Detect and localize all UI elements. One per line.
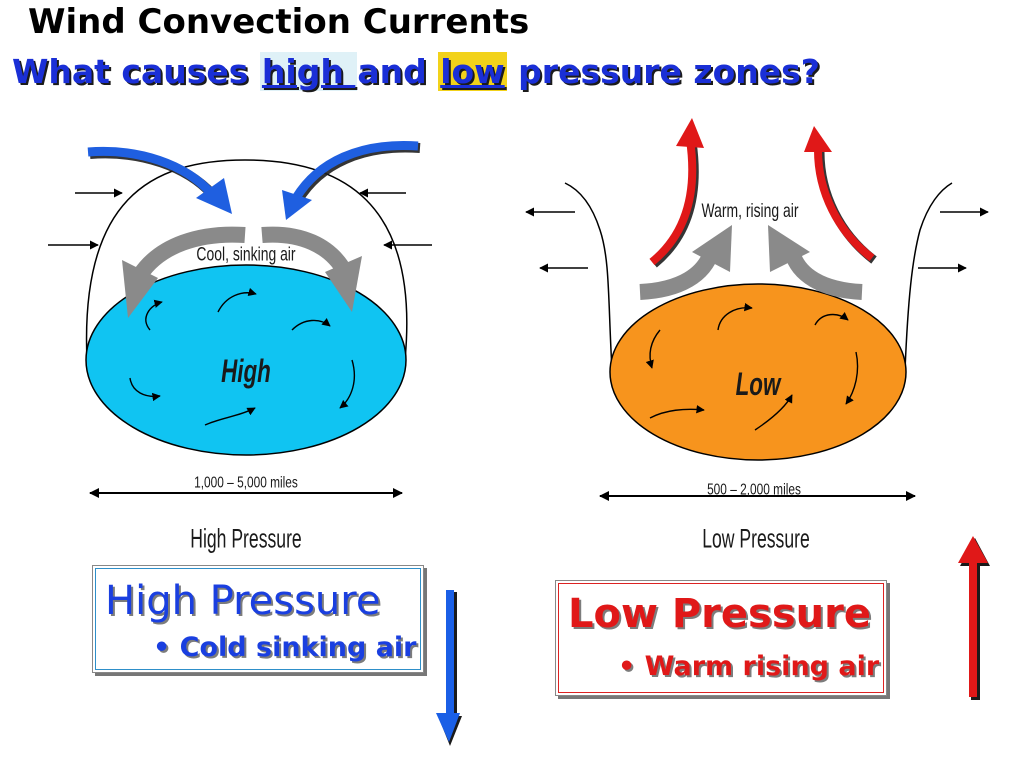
low-center-label: Low bbox=[736, 366, 783, 402]
low-red-arrowhead-left bbox=[676, 118, 704, 148]
question-part-1: What causes bbox=[12, 52, 260, 91]
low-grey-arrowhead-right bbox=[768, 225, 810, 272]
high-caption: High Pressure bbox=[190, 524, 301, 553]
high-air-label: Cool, sinking air bbox=[196, 243, 295, 265]
high-blue-arrowhead-right bbox=[282, 190, 312, 220]
high-grey-arrowhead-right bbox=[325, 256, 362, 312]
slide-title: Wind Convection Currents bbox=[28, 2, 530, 42]
question-part-2: and bbox=[357, 52, 439, 91]
high-blue-arrowhead-left bbox=[196, 178, 232, 214]
question-heading: What causes high and low pressure zones? bbox=[12, 52, 820, 91]
low-swirl-arrow bbox=[649, 405, 705, 419]
high-dome-outline bbox=[85, 159, 408, 361]
keyword-high: high bbox=[259, 52, 358, 91]
keyword-low: low bbox=[438, 52, 507, 91]
high-width-label: 1,000 – 5,000 miles bbox=[194, 473, 298, 491]
low-trough-outline-right bbox=[904, 182, 953, 371]
high-pressure-box: High Pressure • Cold sinking air bbox=[92, 565, 424, 673]
low-swirl-arrow bbox=[645, 329, 661, 369]
low-box-bullet: • Warm rising air bbox=[618, 651, 880, 682]
high-center-label: High bbox=[221, 353, 271, 389]
low-pressure-panel: Low Warm, rising air 500 – 2,000 miles L… bbox=[525, 118, 989, 553]
low-air-label: Warm, rising air bbox=[701, 200, 798, 222]
high-grey-arrow-right bbox=[261, 226, 352, 277]
low-swirl-arrow bbox=[754, 394, 793, 431]
high-pressure-panel: High Cool, sinking air 1,000 – 5,000 mil… bbox=[48, 141, 432, 553]
low-swirl-arrow bbox=[717, 302, 753, 331]
low-trough-outline-left bbox=[564, 182, 613, 371]
low-pressure-cell bbox=[609, 283, 907, 461]
low-width-label: 500 – 2,000 miles bbox=[707, 480, 801, 498]
low-caption: Low Pressure bbox=[702, 524, 810, 553]
low-swirl-arrow bbox=[845, 351, 859, 405]
low-red-arrowhead-right bbox=[804, 126, 832, 152]
high-pressure-cell bbox=[85, 264, 407, 456]
rising-direction-arrow bbox=[958, 536, 990, 700]
high-swirl-arrow bbox=[204, 407, 256, 426]
high-swirl-arrow bbox=[145, 299, 163, 331]
high-grey-arrowhead-left bbox=[122, 260, 158, 318]
low-swirl-arrow bbox=[814, 312, 849, 326]
low-box-title: Low Pressure bbox=[568, 591, 871, 637]
low-grey-arrowhead-left bbox=[692, 225, 732, 272]
low-pressure-box: Low Pressure • Warm rising air bbox=[555, 580, 887, 696]
high-swirl-arrow bbox=[217, 287, 257, 313]
high-box-title: High Pressure bbox=[105, 578, 381, 624]
question-part-3: pressure zones? bbox=[506, 52, 820, 91]
sinking-direction-arrow bbox=[436, 590, 462, 746]
high-box-bullet: • Cold sinking air bbox=[153, 632, 417, 663]
high-swirl-arrow bbox=[129, 377, 161, 402]
low-grey-arrow-right bbox=[784, 249, 863, 300]
high-swirl-arrow bbox=[339, 359, 356, 409]
high-grey-arrow-left bbox=[133, 226, 246, 280]
high-swirl-arrow bbox=[291, 318, 331, 331]
